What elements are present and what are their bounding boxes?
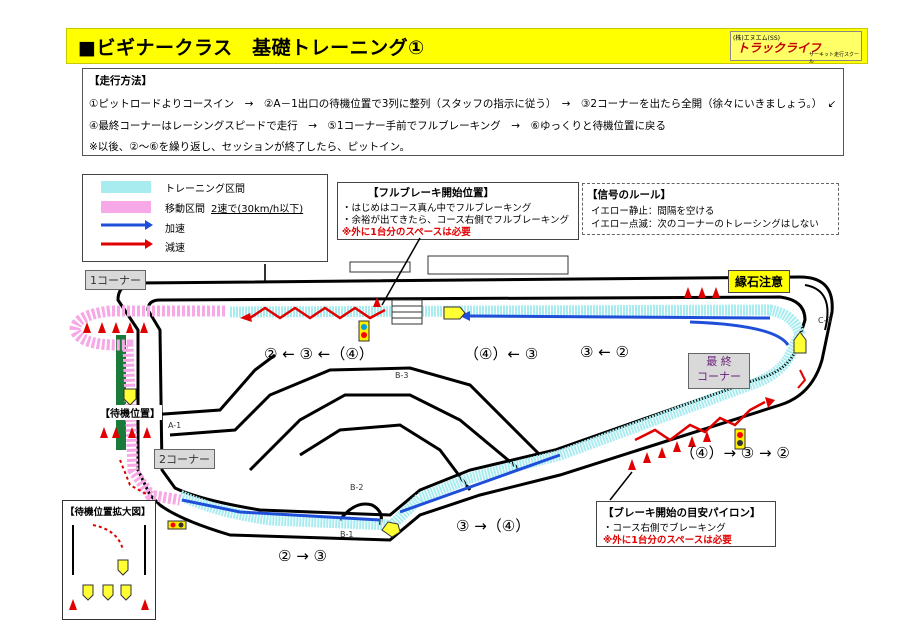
car-waiting [123, 388, 137, 406]
waiting-zoom-box: 【待機位置拡大図】 [62, 500, 156, 620]
final-corner-line-2: コーナー [697, 370, 741, 383]
corner-1-label: 1コーナー [85, 270, 146, 290]
infield-road-b2-outer [248, 393, 521, 472]
b1-label: B-1 [340, 530, 354, 539]
pit-building-2 [427, 255, 569, 275]
legend-move-label: 移動区間 [165, 204, 205, 215]
a1-label: A-1 [168, 421, 182, 430]
car-hairpin [381, 521, 401, 538]
brake-pylon-box: 【ブレーキ開始の目安パイロン】 ・コース右側でブレーキング ※外に1台分のスペー… [596, 501, 776, 547]
waiting-position-label: 【待機位置】 [98, 405, 162, 420]
return-path-dashed [119, 459, 149, 496]
decel-squiggle-final [634, 400, 766, 442]
outer-runoff-c3 [804, 284, 829, 331]
pylons-waiting [100, 427, 151, 438]
infield-road-b2-inner [299, 423, 472, 491]
legend-accel-arrow [101, 220, 153, 230]
sequence-label-5: ③ →（④） [456, 517, 531, 535]
infield-road-b3 [169, 366, 542, 457]
signal-line-2: イエロー点滅：次のコーナーのトレーシングはしない [591, 219, 819, 230]
signal-final [734, 428, 746, 450]
signal-heading: 【信号のルール】 [587, 189, 671, 201]
accel-arrow-back-straight [181, 498, 381, 522]
decel-arrow-head-1 [240, 313, 252, 322]
fullbrake-leader [381, 237, 421, 306]
logo-sub-text: サーキット走行スクール [809, 52, 860, 65]
pylons-corner-1 [83, 322, 148, 333]
sequence-label-4: （④）→ ③ → ② [680, 444, 790, 462]
legend-decel-arrow [101, 239, 153, 249]
waiting-zoom-heading: 【待機位置拡大図】 [65, 507, 151, 518]
legend-training-label: トレーニング区間 [165, 184, 245, 195]
signal-main-straight [358, 320, 370, 342]
logo-top-text: (株)エヌエム(SS) [733, 35, 780, 42]
pylon-leader [609, 471, 633, 501]
fullbrake-line-2: ・余裕が出てきたら、コース右側でフルブレーキング [342, 215, 569, 226]
pit-gate [391, 299, 423, 325]
legend-training-swatch [101, 181, 151, 193]
method-line-3: ※以後、②～⑥を繰り返し、セッションが終了したら、ピットイン。 [89, 141, 410, 153]
method-box: 【走行方法】 ①ピットロードよりコースイン → ②A－1出口の待機位置で3列に整… [82, 68, 844, 156]
signal-corner-2 [167, 520, 187, 530]
c3-label: C-3 [818, 316, 832, 325]
method-line-1: ①ピットロードよりコースイン → ②A－1出口の待機位置で3列に整列（スタッフの… [89, 98, 837, 110]
accel-arrow-main-straight [469, 314, 771, 320]
training-section [177, 304, 806, 531]
infield-road-a1 [149, 353, 276, 417]
corner-2-label: 2コーナー [154, 449, 215, 469]
page-title: ■ビギナークラス 基礎トレーニング① [78, 37, 425, 59]
pit-building-1 [349, 261, 411, 273]
legend-decel-label: 減速 [165, 243, 185, 254]
legend-move-note: 2速で(30km/h以下) [211, 204, 304, 215]
sequence-label-3: ③ ← ② [580, 343, 629, 361]
method-line-2: ④最終コーナーはレーシングスピードで走行 → ⑤1コーナー手前でフルブレーキング… [89, 120, 666, 132]
final-corner-label: 最 終 コーナー [688, 353, 750, 389]
b3-label: B-3 [395, 371, 409, 380]
signal-rules-box: 【信号のルール】 イエロー静止：間隔を空ける イエロー点滅：次のコーナーのトレー… [582, 183, 839, 235]
legend-box: トレーニング区間 移動区間 2速で(30km/h以下) 加速 減速 [82, 174, 328, 262]
pylons-main-straight [373, 297, 381, 307]
accel-arrow-back-straight-2 [399, 453, 561, 514]
pylons-curb [684, 287, 720, 298]
accel-arrow-head-1 [460, 311, 470, 321]
sequence-label-2: （④）← ③ [464, 345, 539, 363]
fullbrake-line-3: ※外に1台分のスペースは必要 [342, 227, 471, 238]
hairpin-b1 [338, 502, 383, 526]
pylons-braking [628, 431, 711, 470]
curb-caution-label: 縁石注意 [728, 270, 791, 293]
legend-accel-label: 加速 [165, 224, 185, 235]
sequence-label-6: ② → ③ [278, 547, 327, 565]
fullbrake-box: 【フルブレーキ開始位置】 ・はじめはコース真ん中でフルブレーキング ・余裕が出て… [337, 182, 579, 240]
signal-line-1: イエロー静止：間隔を空ける [591, 206, 715, 217]
pylon-heading: 【ブレーキ開始の目安パイロン】 [603, 507, 761, 519]
decel-arrow-head-2 [765, 397, 775, 408]
logo-main-text: トラックライフ [737, 41, 822, 55]
waiting-zoom-diagram [69, 524, 149, 610]
car-main-straight [443, 306, 466, 320]
pylon-line-2: ※外に1台分のスペースは必要 [603, 535, 732, 546]
fullbrake-heading: 【フルブレーキ開始位置】 [368, 187, 494, 199]
final-corner-line-1: 最 終 [706, 355, 732, 368]
b2-label: B-2 [350, 483, 364, 492]
sequence-label-1: ② ← ③ ←（④） [264, 345, 374, 363]
fullbrake-line-1: ・はじめはコース真ん中でフルブレーキング [342, 203, 532, 214]
accel-arrow-final [689, 320, 790, 346]
decel-squiggle-main [249, 306, 386, 320]
decel-squiggle-c3 [797, 369, 807, 389]
legend-move-swatch [101, 201, 151, 213]
move-section [69, 305, 225, 506]
car-final-corner [793, 331, 807, 354]
pit-lane-strip [116, 335, 126, 450]
method-heading: 【走行方法】 [89, 75, 152, 87]
logo: (株)エヌエム(SS) トラックライフ サーキット走行スクール [730, 31, 862, 65]
pylon-line-1: ・コース右側でブレーキング [603, 523, 726, 534]
